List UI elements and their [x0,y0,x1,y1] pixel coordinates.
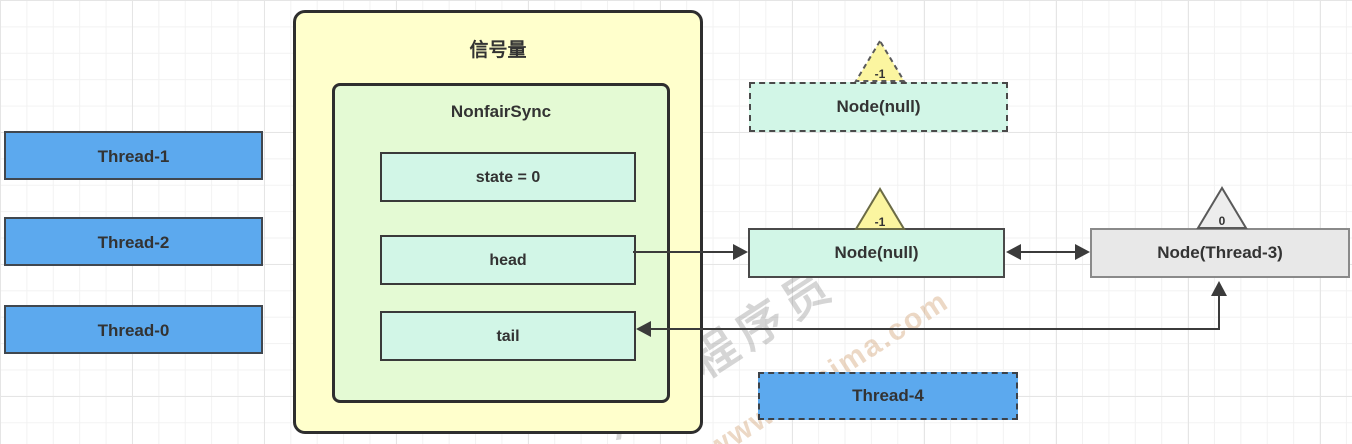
edge-tail-horizontal [650,328,1220,330]
triangle-icon [1196,186,1248,229]
edge-node-to-node [1018,251,1078,253]
nonfairsync-container: NonfairSync state = 0 head tail [332,83,670,403]
thread-2-label: Thread-2 [97,233,170,252]
waitstatus-pending-value: -1 [874,67,886,81]
triangle-icon [854,187,906,230]
waitstatus-badge-tail: 0 [1195,185,1249,231]
node-tail-label: Node(Thread-3) [1157,243,1283,262]
thread-0-label: Thread-0 [97,321,170,340]
watermark-site: www.itheima.com [700,284,955,444]
tail-field: tail [380,311,636,361]
waitstatus-tail-value: 0 [1218,214,1226,228]
node-tail-box: Node(Thread-3) [1090,228,1350,278]
waitstatus-badge-head: -1 [853,186,907,232]
thread-4-label: Thread-4 [852,386,924,405]
arrowhead-head-to-node [733,244,748,260]
waitstatus-head-value: -1 [874,215,886,229]
thread-1-label: Thread-1 [97,147,170,166]
arrowhead-node-right [1075,244,1090,260]
node-pending-label: Node(null) [836,97,921,116]
thread-4-box: Thread-4 [758,372,1018,420]
semaphore-container: 信号量 NonfairSync state = 0 head tail [293,10,703,434]
edge-head-to-node [633,251,735,253]
head-field-label: head [489,252,527,269]
head-field: head [380,235,636,285]
node-head-label: Node(null) [834,243,919,262]
arrowhead-into-tail-node [1211,281,1227,296]
node-pending-box: Node(null) [749,82,1008,132]
semaphore-title: 信号量 [469,40,527,61]
nonfairsync-title: NonfairSync [450,102,552,121]
state-field: state = 0 [380,152,636,202]
state-field-label: state = 0 [475,169,541,186]
triangle-icon [854,39,906,82]
arrowhead-node-left [1006,244,1021,260]
node-head-box: Node(null) [748,228,1005,278]
thread-1-box: Thread-1 [4,131,263,180]
thread-2-box: Thread-2 [4,217,263,266]
edge-tail-vertical [1218,296,1220,330]
thread-0-box: Thread-0 [4,305,263,354]
tail-field-label: tail [496,328,520,345]
waitstatus-badge-pending: -1 [853,38,907,84]
arrowhead-into-tail-field [636,321,651,337]
